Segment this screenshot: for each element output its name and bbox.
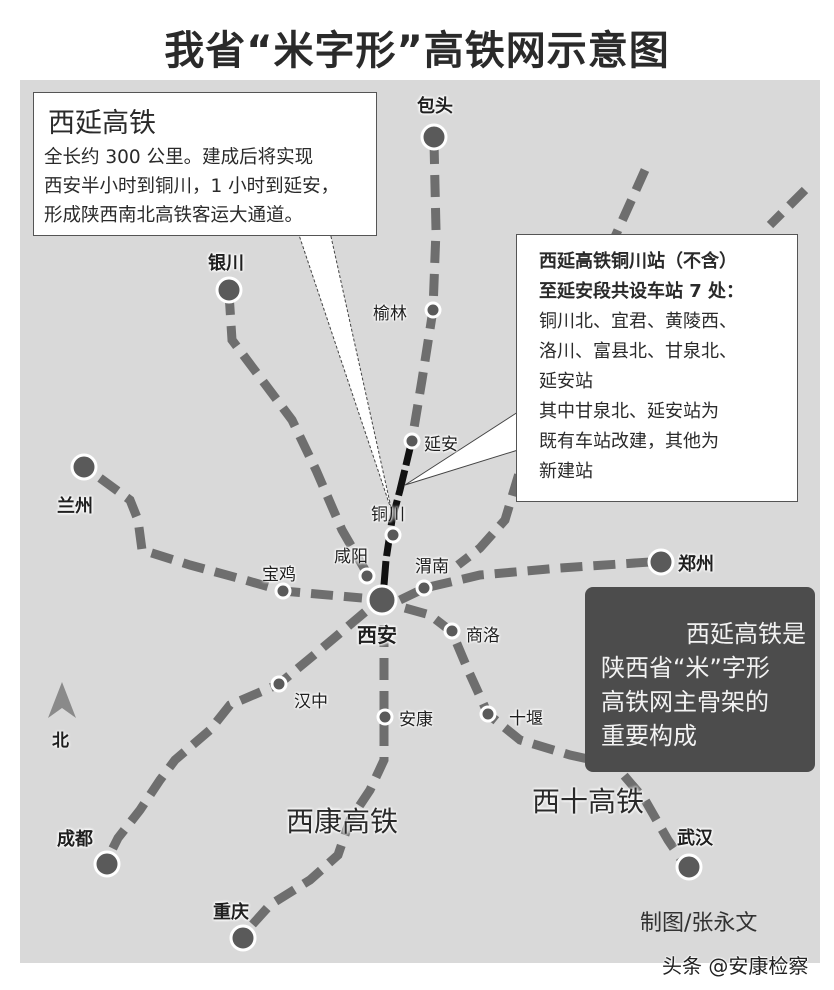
callout-title: 西延高铁 <box>48 108 156 139</box>
callout-note-line: 新建站 <box>539 461 593 482</box>
city-dot-hanzhong <box>270 675 288 693</box>
city-dot-weinan <box>415 579 433 597</box>
route-xiyan <box>380 439 416 586</box>
callout-line: 西安半小时到铜川，1 小时到延安， <box>44 176 340 197</box>
callout-stations-line: 延安站 <box>539 371 593 392</box>
city-dot-xian <box>366 584 398 616</box>
city-dot-zhengzhou <box>647 548 675 576</box>
map-title: 我省“米字形”高铁网示意图 <box>164 28 670 74</box>
city-label-weinan: 渭南 <box>415 557 449 577</box>
city-label-shangluo: 商洛 <box>466 626 500 646</box>
city-dot-yanan <box>403 432 421 450</box>
city-dot-baoji <box>274 582 292 600</box>
callout-line: 形成陕西南北高铁客运大通道。 <box>44 205 304 226</box>
city-label-zhengzhou: 郑州 <box>678 554 714 575</box>
route-xishi <box>403 603 689 868</box>
city-label-chongqing: 重庆 <box>213 902 249 923</box>
city-dot-shiyan <box>479 705 497 723</box>
city-label-yinchuan: 银川 <box>208 253 244 274</box>
city-label-shiyan: 十堰 <box>509 709 543 729</box>
line-label-xishi: 西十高铁 <box>532 785 645 818</box>
callout-xiyan-summary: 西延高铁 全长约 300 公里。建成后将实现 西安半小时到铜川，1 小时到延安，… <box>33 92 377 236</box>
city-label-tongchuan: 铜川 <box>371 505 405 525</box>
source-watermark: 头条 @安康检察 <box>662 954 809 978</box>
north-arrow-icon <box>48 682 76 718</box>
city-dot-chengdu <box>93 850 121 878</box>
city-dot-xianyang <box>358 567 376 585</box>
compass-north-label: 北 <box>52 731 69 751</box>
callout-note-line: 其中甘泉北、延安站为 <box>539 401 719 422</box>
city-label-hanzhong: 汉中 <box>294 692 328 712</box>
line-label-xikang: 西康高铁 <box>286 805 399 838</box>
callout-stations-line: 铜川北、宜君、黄陵西、 <box>539 311 737 332</box>
info-box-line: 西延高铁是 <box>686 620 806 648</box>
city-label-lanzhou: 兰州 <box>57 496 93 517</box>
city-dot-yinchuan <box>215 276 243 304</box>
info-box-backbone: 西延高铁是 陕西省“米”字形 高铁网主骨架的 重要构成 <box>585 587 815 772</box>
route-northeast-2 <box>766 186 809 229</box>
city-label-baoji: 宝鸡 <box>262 565 296 585</box>
info-box-line: 高铁网主骨架的 <box>601 688 769 716</box>
callout-stations: 西延高铁铜川站（不含） 至延安段共设车站 7 处： 铜川北、宜君、黄陵西、 洛川… <box>516 234 798 502</box>
callout-line: 全长约 300 公里。建成后将实现 <box>44 147 314 168</box>
city-label-yulin: 榆林 <box>373 304 407 324</box>
city-dot-ankang <box>376 708 394 726</box>
route-yinchuan-xianyang <box>224 292 372 578</box>
callout-heading-line: 西延高铁铜川站（不含） <box>539 251 737 272</box>
callout-stations-line: 洛川、富县北、甘泉北、 <box>539 341 737 362</box>
route-lanzhou-xian <box>97 474 363 603</box>
city-label-xian: 西安 <box>357 623 397 647</box>
city-dot-wuhan <box>675 853 703 881</box>
callout-note-line: 既有车站改建，其他为 <box>539 431 719 452</box>
city-label-ankang: 安康 <box>399 710 433 730</box>
callout-right-pointer <box>404 411 519 486</box>
city-label-chengdu: 成都 <box>57 829 93 850</box>
city-label-baotou: 包头 <box>417 96 453 117</box>
city-dot-tongchuan <box>384 526 402 544</box>
callout-heading-line: 至延安段共设车站 7 处： <box>539 281 745 302</box>
city-dot-baotou <box>420 123 448 151</box>
info-box-line: 陕西省“米”字形 <box>601 654 770 682</box>
callout-body: 全长约 300 公里。建成后将实现 西安半小时到铜川，1 小时到延安， 形成陕西… <box>44 143 339 230</box>
city-label-xianyang: 咸阳 <box>334 547 368 567</box>
route-xian-chengdu <box>102 608 368 863</box>
city-dot-shangluo <box>443 622 461 640</box>
route-xikang <box>239 625 389 939</box>
route-baotou-yanan <box>407 141 441 441</box>
city-dot-yulin <box>424 301 442 319</box>
info-box-text: 西延高铁是 陕西省“米”字形 高铁网主骨架的 重要构成 <box>601 617 806 753</box>
info-box-line: 重要构成 <box>601 722 697 750</box>
city-dot-chongqing <box>229 924 257 952</box>
city-dot-lanzhou <box>70 453 98 481</box>
callout-left-pointer <box>297 231 393 513</box>
city-label-yanan: 延安 <box>424 435 458 455</box>
map-credit: 制图/张永文 <box>640 911 758 936</box>
city-label-wuhan: 武汉 <box>677 828 713 849</box>
